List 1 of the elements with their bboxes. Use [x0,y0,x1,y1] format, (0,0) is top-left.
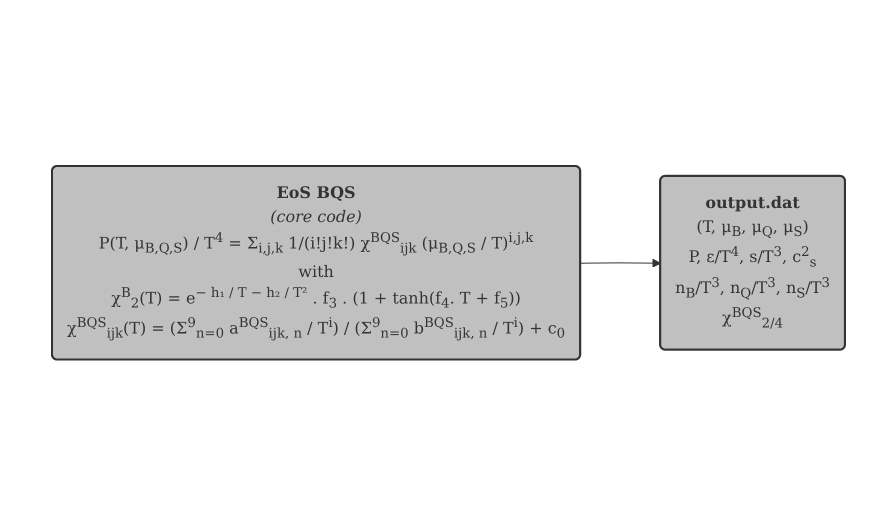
arrow [580,258,661,268]
